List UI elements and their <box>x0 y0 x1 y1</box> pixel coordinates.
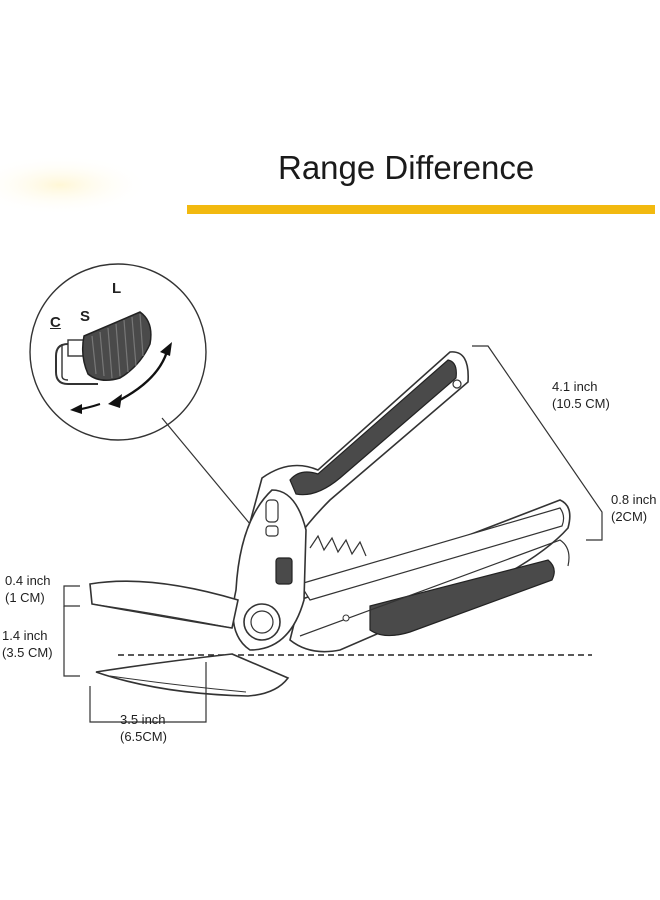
dimension-lines <box>63 345 603 723</box>
dim-length-inch: 4.1 inch <box>552 379 598 394</box>
dial-detail-inset <box>29 263 207 441</box>
dim-blade-gap-large-inch: 1.4 inch <box>2 628 48 643</box>
dim-blade-gap-large-cm: (3.5 CM) <box>2 645 53 660</box>
dim-blade-gap-small-inch: 0.4 inch <box>5 573 51 588</box>
lower-blade <box>95 653 290 697</box>
dim-blade-gap-small-cm: (1 CM) <box>5 590 45 605</box>
dim-length-cm: (10.5 CM) <box>552 396 610 411</box>
spring <box>309 534 367 557</box>
dial-letter-l: L <box>112 280 122 297</box>
title-accent-bar <box>187 205 655 214</box>
upper-blade <box>89 580 239 629</box>
dial-letter-c: C <box>50 314 61 331</box>
upper-handle <box>247 351 469 541</box>
adjustment-dial-icon <box>81 311 152 381</box>
pivot-body <box>232 489 307 651</box>
dim-blade-length-cm: (6.5CM) <box>120 729 167 744</box>
lower-handle <box>289 499 571 653</box>
page-title: Range Difference <box>278 149 535 186</box>
dial-letter-s: S <box>80 308 91 325</box>
dim-handle-gap-inch: 0.8 inch <box>611 492 657 507</box>
dim-blade-length-inch: 3.5 inch <box>120 712 166 727</box>
dim-handle-gap-cm: (2CM) <box>611 509 648 524</box>
